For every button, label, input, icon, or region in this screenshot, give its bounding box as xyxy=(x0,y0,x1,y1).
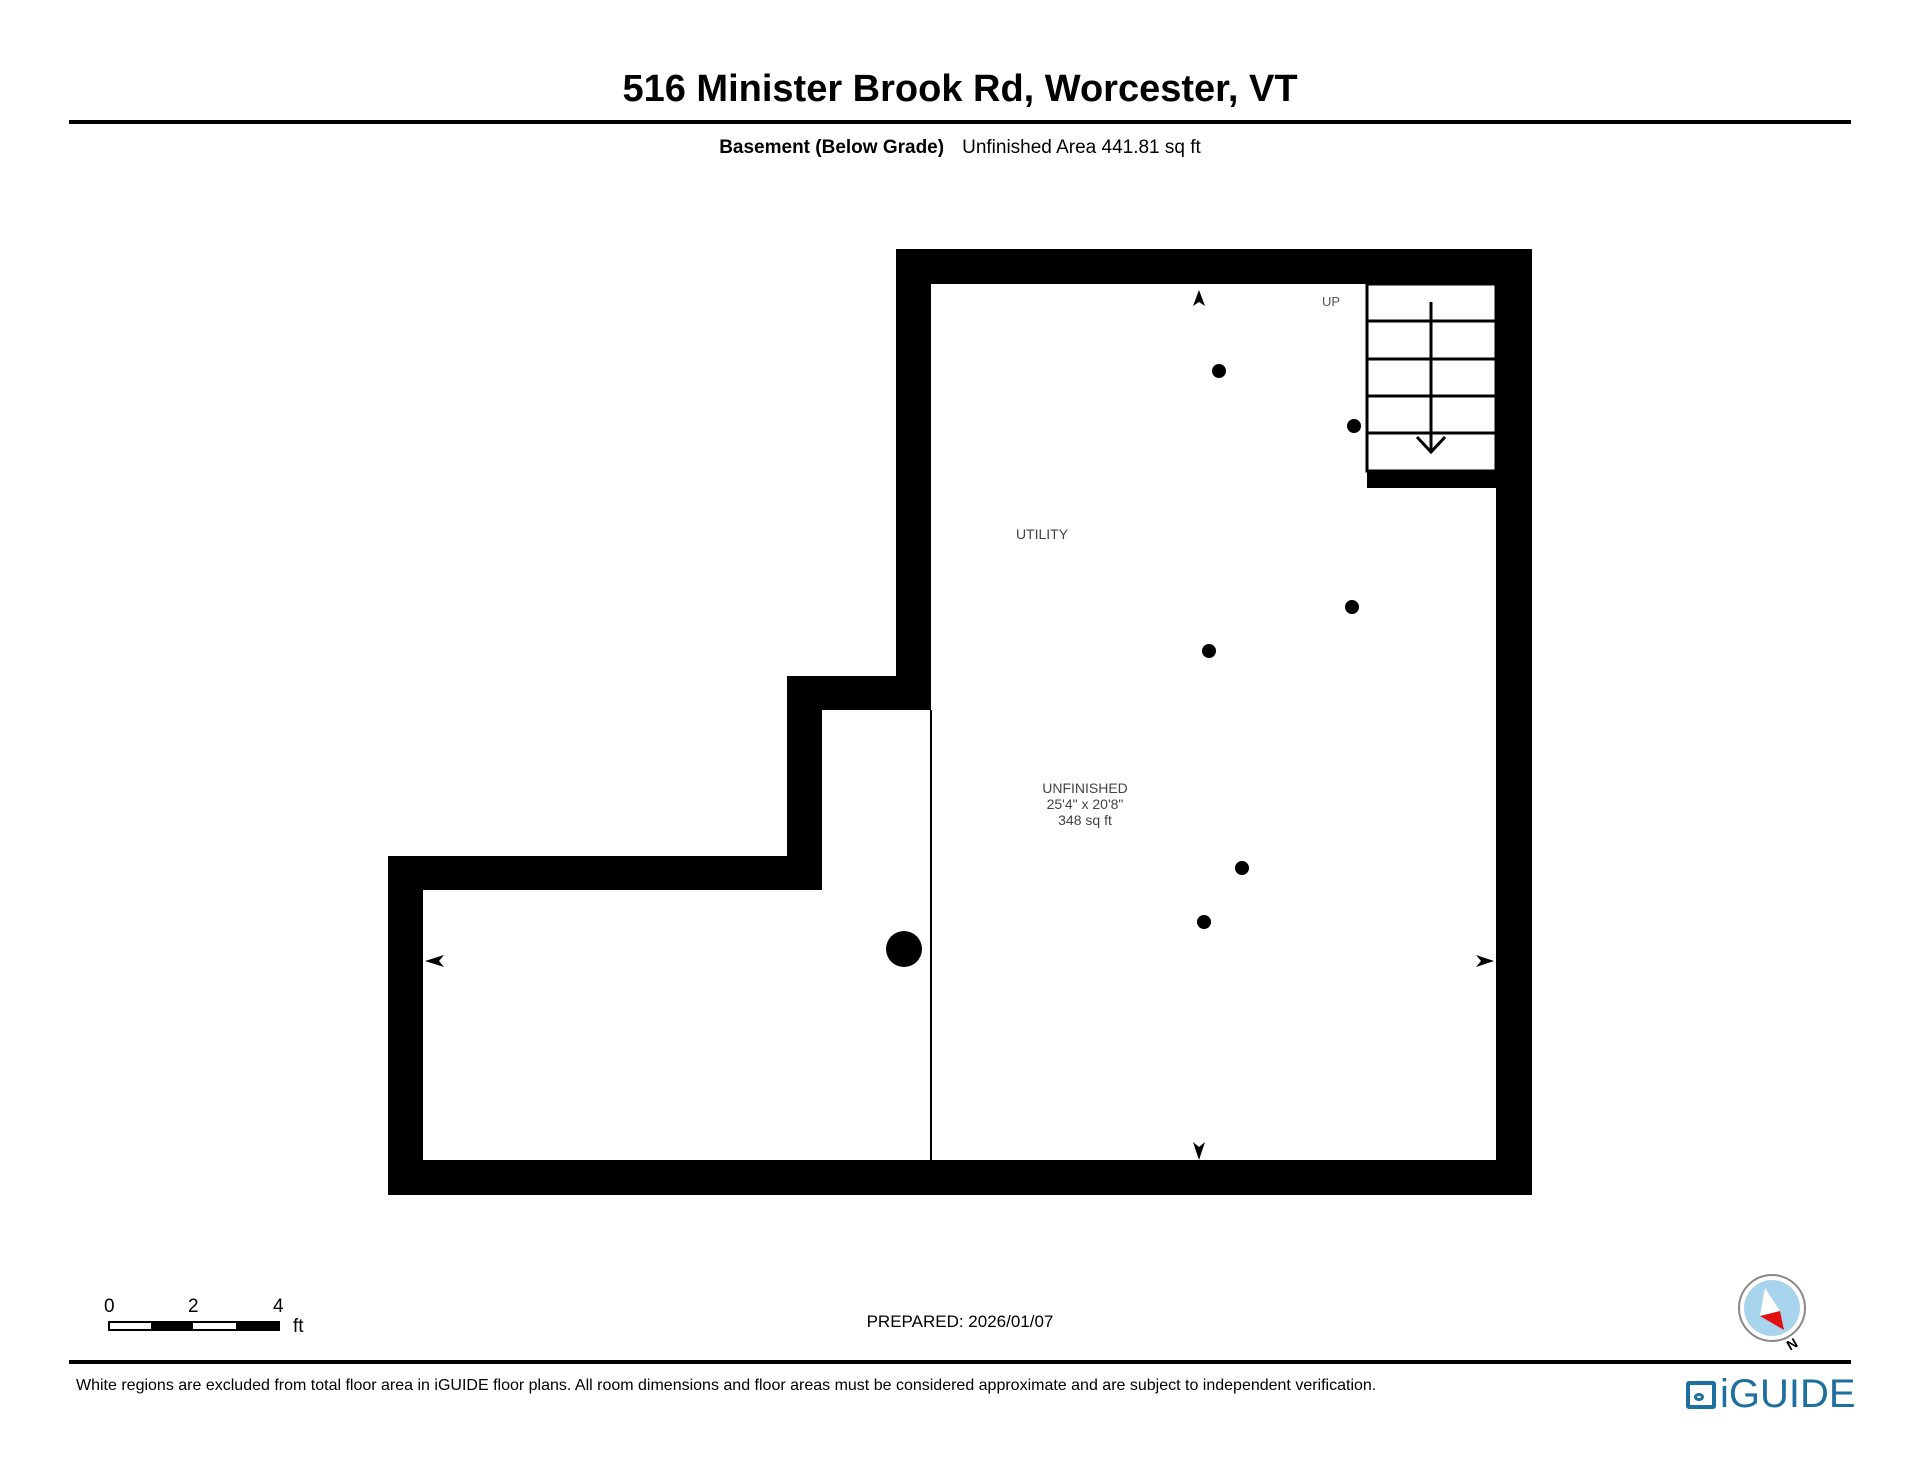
scale-tick-2: 2 xyxy=(188,1296,199,1317)
stairs-up-label: UP xyxy=(1322,294,1341,309)
scale-unit: ft xyxy=(293,1316,304,1337)
iguide-brand-text: iGUIDE xyxy=(1720,1372,1856,1416)
disclaimer-text: White regions are excluded from total fl… xyxy=(76,1377,1377,1394)
scale-bar xyxy=(108,1321,280,1331)
wall-marker-left-icon xyxy=(425,955,444,967)
wall-marker-top-icon xyxy=(1193,290,1205,306)
room-label-utility: UTILITY xyxy=(1015,526,1069,542)
point-markers xyxy=(1197,364,1361,929)
header-divider xyxy=(69,120,1851,124)
large-point-marker xyxy=(886,931,922,967)
exterior-walls xyxy=(388,249,1532,1195)
scale-tick-4: 4 xyxy=(273,1296,284,1317)
area-summary: Unfinished Area 441.81 sq ft xyxy=(962,137,1201,158)
property-address-title: 516 Minister Brook Rd, Worcester, VT xyxy=(622,68,1298,110)
stairs xyxy=(1365,282,1498,488)
room-name: UNFINISHED xyxy=(1042,780,1128,796)
room-dimensions: 25'4" x 20'8" xyxy=(1046,796,1124,812)
room-area: 348 sq ft xyxy=(1058,812,1112,828)
level-name: Basement (Below Grade) xyxy=(719,137,945,158)
wall-marker-right-icon xyxy=(1476,955,1494,967)
room-label-unfinished: UNFINISHED 25'4" x 20'8" 348 sq ft xyxy=(1025,780,1145,828)
scale-tick-0: 0 xyxy=(104,1296,115,1317)
wall-marker-bottom-icon xyxy=(1193,1142,1205,1160)
prepared-date: PREPARED: 2026/01/07 xyxy=(866,1312,1054,1331)
north-compass-icon xyxy=(1738,1274,1806,1342)
iguide-logo: iGUIDE xyxy=(1686,1372,1856,1417)
level-summary: Basement (Below Grade) Unfinished Area 44… xyxy=(0,137,1920,159)
iguide-logo-icon xyxy=(1686,1380,1716,1409)
